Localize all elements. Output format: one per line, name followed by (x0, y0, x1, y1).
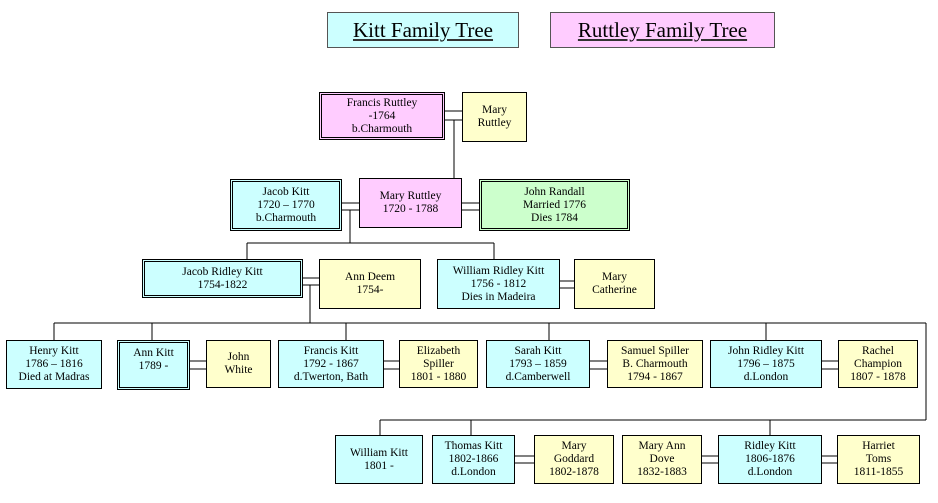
jacob-kitt-2-text: b.Charmouth (255, 211, 317, 224)
ann-kitt-0-text: Ann Kitt (133, 347, 174, 359)
samuel-spiller-2-text: 1794 - 1867 (627, 370, 683, 383)
john-randall-2-text: Dies 1784 (531, 211, 578, 224)
mary-goddard-0-text: Mary (561, 440, 587, 452)
jacob-kitt-1-text: 1720 – 1770 (257, 198, 315, 211)
elizabeth-spiller-0-text: Elizabeth (416, 344, 461, 357)
elizabeth-spiller-1-text: Spiller (423, 357, 454, 370)
john-randall-1-text: Married 1776 (523, 198, 586, 211)
francis-kitt-0-text: Francis Kitt (303, 344, 359, 357)
william-ridley-kitt-2-text: Dies in Madeira (461, 290, 536, 303)
john-white-0-text: John (227, 351, 250, 363)
ridley-kitt-0-text: Ridley Kitt (744, 440, 796, 452)
rachel-champion-2-text: 1807 - 1878 (850, 370, 906, 383)
william-kitt-1-text: 1801 - (364, 459, 394, 472)
mary-ruttley-sr-1-text: Ruttley (477, 117, 512, 129)
sarah-kitt-0-text: Sarah Kitt (514, 344, 562, 357)
francis-kitt-1-text: 1792 - 1867 (303, 357, 359, 370)
mary-ann-dove-1-text: Dove (649, 453, 675, 465)
rachel-champion-1-text: Champion (854, 357, 902, 370)
william-ridley-kitt-0-text: William Ridley Kitt (452, 264, 545, 277)
henry-kitt-0-text: Henry Kitt (29, 345, 79, 357)
elizabeth-spiller-2-text: 1801 - 1880 (410, 370, 467, 383)
mary-ann-dove-0-text: Mary Ann (638, 440, 686, 452)
francis-ruttley-0-text: Francis Ruttley (346, 96, 418, 109)
ann-deem-0-text: Ann Deem (344, 271, 396, 283)
mary-goddard-1-text: Goddard (553, 453, 595, 465)
mary-ann-dove-2-text: 1832-1883 (637, 466, 687, 478)
harriet-toms-1-text: Toms (865, 453, 892, 465)
kitt-legend-label: Kitt Family Tree (352, 17, 494, 42)
samuel-spiller-1-text: B. Charmouth (622, 357, 688, 370)
mary-goddard-2-text: 1802-1878 (549, 466, 599, 478)
mary-ruttley-1-text: 1720 - 1788 (382, 203, 439, 215)
ruttley-legend-label: Ruttley Family Tree (577, 17, 748, 42)
john-ridley-kitt-1-text: 1796 – 1875 (737, 357, 795, 370)
mary-ruttley-sr-0-text: Mary (482, 104, 507, 116)
ruttley-legend: Ruttley Family Tree (550, 12, 775, 48)
sarah-kitt-2-text: d.Camberwell (505, 370, 571, 383)
ridley-kitt-2-text: d.London (747, 466, 793, 478)
rachel-champion-0-text: Rachel (862, 344, 894, 357)
samuel-spiller-0-text: Samuel Spiller (620, 344, 690, 357)
jacob-ridley-kitt-1-text: 1754-1822 (197, 278, 248, 291)
mary-ruttley-0-text: Mary Ruttley (379, 190, 442, 202)
harriet-toms-2-text: 1811-1855 (853, 466, 904, 478)
francis-kitt-2-text: d.Twerton, Bath (293, 370, 369, 383)
ann-kitt-1-text: 1789 - (138, 360, 169, 372)
mary-catherine-1-text: Catherine (592, 284, 637, 296)
harriet-toms-0-text: Harriet (862, 440, 895, 452)
kitt-legend: Kitt Family Tree (327, 12, 519, 48)
ridley-kitt-1-text: 1806-1876 (745, 453, 795, 465)
john-ridley-kitt-0-text: John Ridley Kitt (727, 344, 805, 357)
william-ridley-kitt-1-text: 1756 - 1812 (470, 277, 527, 290)
jacob-ridley-kitt-0-text: Jacob Ridley Kitt (182, 265, 263, 278)
thomas-kitt-0-text: Thomas Kitt (444, 440, 503, 452)
john-randall-0-text: John Randall (524, 185, 585, 198)
mary-catherine-0-text: Mary (602, 271, 627, 283)
francis-ruttley-1-text: -1764 (368, 109, 396, 122)
henry-kitt-1-text: 1786 – 1816 (25, 358, 83, 370)
thomas-kitt-1-text: 1802-1866 (448, 453, 499, 465)
thomas-kitt-2-text: d.London (451, 466, 496, 478)
francis-ruttley-2-text: b.Charmouth (351, 122, 413, 135)
jacob-kitt-0-text: Jacob Kitt (262, 185, 310, 198)
john-white-1-text: White (224, 364, 253, 376)
henry-kitt-2-text: Died at Madras (18, 371, 90, 383)
ann-deem-1-text: 1754- (356, 284, 384, 296)
sarah-kitt-1-text: 1793 – 1859 (509, 357, 567, 370)
john-ridley-kitt-2-text: d.London (743, 370, 789, 383)
william-kitt-0-text: William Kitt (350, 446, 408, 459)
